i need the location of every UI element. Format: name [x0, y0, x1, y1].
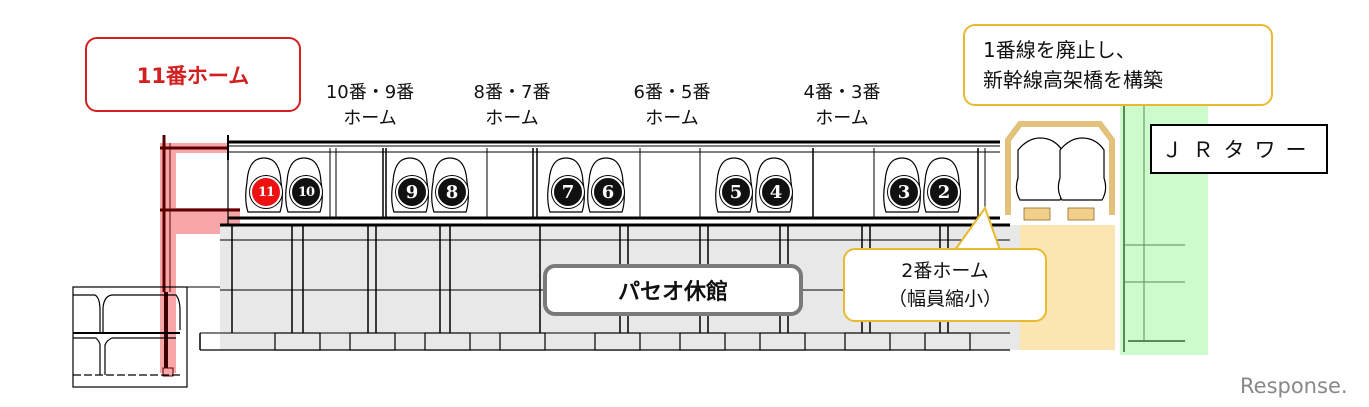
track-badge-5: 5 — [720, 176, 752, 208]
track-badge-9: 9 — [396, 176, 428, 208]
platform-label-line2: ホーム — [485, 108, 539, 129]
platform-label-line1: 6番・5番 — [633, 82, 711, 103]
response-watermark: Response. — [1240, 374, 1348, 398]
platform11-callout: 11番ホーム — [85, 37, 301, 112]
jr-tower-label: ＪＲタワー — [1150, 124, 1328, 174]
platform-label-8-7: 8番・7番 ホーム — [442, 80, 582, 132]
platform11-callout-text: 11番ホーム — [136, 63, 250, 88]
paseo-callout: パセオ休館 — [543, 264, 803, 316]
track-badge-10: 10 — [290, 176, 322, 208]
platform2-callout-line2: （幅員縮小） — [887, 288, 1002, 310]
track-badge-2: 2 — [928, 176, 960, 208]
platform-label-4-3: 4番・3番 ホーム — [772, 80, 912, 132]
platform-label-line1: 10番・9番 — [325, 82, 415, 103]
track-badge-3: 3 — [888, 176, 920, 208]
jr-tower-label-text: ＪＲタワー — [1161, 138, 1317, 162]
platform-label-10-9: 10番・9番 ホーム — [300, 80, 440, 132]
track-badge-11: 11 — [250, 176, 282, 208]
shinkansen-callout-line1: 1番線を廃止し、 — [983, 38, 1136, 62]
platform-label-line1: 4番・3番 — [803, 82, 881, 103]
shinkansen-callout: 1番線を廃止し、 新幹線高架橋を構築 — [963, 24, 1273, 106]
platform2-callout: 2番ホーム （幅員縮小） — [843, 248, 1047, 322]
platform-label-6-5: 6番・5番 ホーム — [602, 80, 742, 132]
platform-label-line2: ホーム — [815, 108, 869, 129]
shinkansen-callout-line2: 新幹線高架橋を構築 — [983, 68, 1163, 92]
track-badge-8: 8 — [436, 176, 468, 208]
track-badge-7: 7 — [552, 176, 584, 208]
track-badge-6: 6 — [592, 176, 624, 208]
platform-label-line1: 8番・7番 — [473, 82, 551, 103]
paseo-callout-text: パセオ休館 — [617, 280, 728, 305]
platform-label-line2: ホーム — [343, 108, 397, 129]
platform2-callout-line1: 2番ホーム — [901, 260, 989, 282]
platform-label-line2: ホーム — [645, 108, 699, 129]
track-badge-4: 4 — [760, 176, 792, 208]
